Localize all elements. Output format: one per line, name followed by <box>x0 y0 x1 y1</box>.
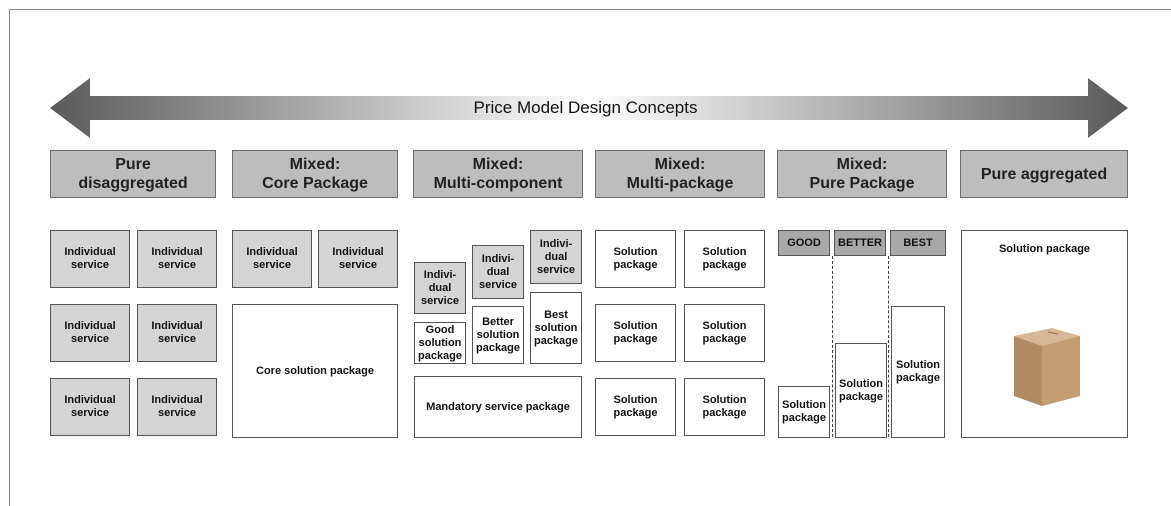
individual-service-box: Individual service <box>318 230 398 288</box>
individual-service-box: Individual service <box>137 378 217 436</box>
best-solution-package-box: Solution package <box>891 306 945 438</box>
solution-package-box: Solution package <box>684 230 765 288</box>
better-solution-package-box: Solution package <box>835 343 887 438</box>
header-pure-package: Mixed: Pure Package <box>777 150 947 198</box>
better-solution-package-box: Better solution package <box>472 306 524 364</box>
solution-package-box: Solution package <box>595 230 676 288</box>
solution-package-box: Solution package <box>595 304 676 362</box>
solution-package-box: Solution package <box>684 378 765 436</box>
solution-package-label: Solution package <box>998 243 1091 255</box>
solution-package-box: Solution package <box>684 304 765 362</box>
good-solution-package-box: Good solution package <box>414 322 466 364</box>
mandatory-service-package-box: Mandatory service package <box>414 376 582 438</box>
arrow-title: Price Model Design Concepts <box>473 98 698 117</box>
individual-service-box: Indivi- dual service <box>414 262 466 314</box>
solution-package-box: Solution package <box>595 378 676 436</box>
good-solution-package-box: Solution package <box>778 386 830 438</box>
individual-service-box: Indivi- dual service <box>472 245 524 299</box>
tier-divider <box>832 256 833 437</box>
header-multi-component: Mixed: Multi-component <box>413 150 583 198</box>
tier-label-good: GOOD <box>778 230 830 256</box>
header-pure-disaggregated: Pure disaggregated <box>50 150 216 198</box>
individual-service-box: Individual service <box>137 230 217 288</box>
individual-service-box: Individual service <box>50 304 130 362</box>
tier-label-best: BEST <box>890 230 946 256</box>
tier-label-better: BETTER <box>834 230 886 256</box>
core-solution-package-box: Core solution package <box>232 304 398 438</box>
header-pure-aggregated: Pure aggregated <box>960 150 1128 198</box>
individual-service-box: Indivi- dual service <box>530 230 582 284</box>
diagram-frame <box>9 9 1171 506</box>
individual-service-box: Individual service <box>50 378 130 436</box>
individual-service-box: Individual service <box>50 230 130 288</box>
cardboard-box-icon <box>1014 328 1080 406</box>
best-solution-package-box: Best solution package <box>530 292 582 364</box>
header-core-package: Mixed: Core Package <box>232 150 398 198</box>
individual-service-box: Individual service <box>232 230 312 288</box>
header-multi-package: Mixed: Multi-package <box>595 150 765 198</box>
individual-service-box: Individual service <box>137 304 217 362</box>
tier-divider <box>888 256 889 437</box>
